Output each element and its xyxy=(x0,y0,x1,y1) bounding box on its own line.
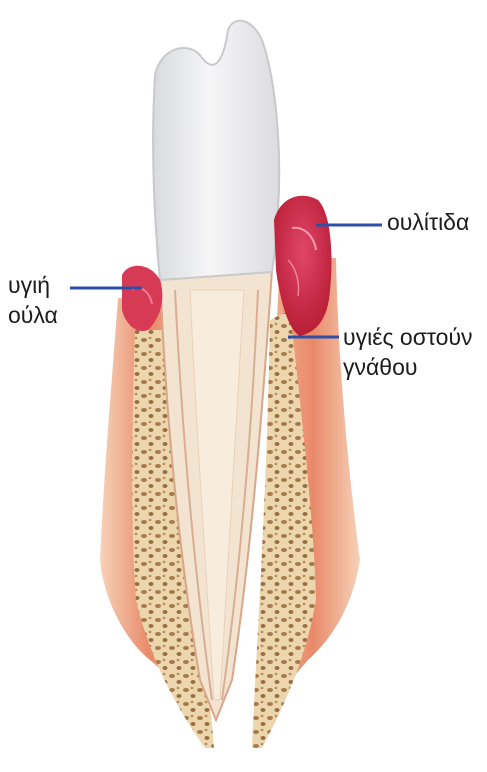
label-healthy-gums: υγιή ούλα xyxy=(8,270,58,330)
tooth-crown-enamel xyxy=(153,21,279,280)
label-healthy-jawbone: υγιές οστούν γνάθου xyxy=(343,322,473,382)
label-gingivitis: ουλίτιδα xyxy=(387,207,469,237)
